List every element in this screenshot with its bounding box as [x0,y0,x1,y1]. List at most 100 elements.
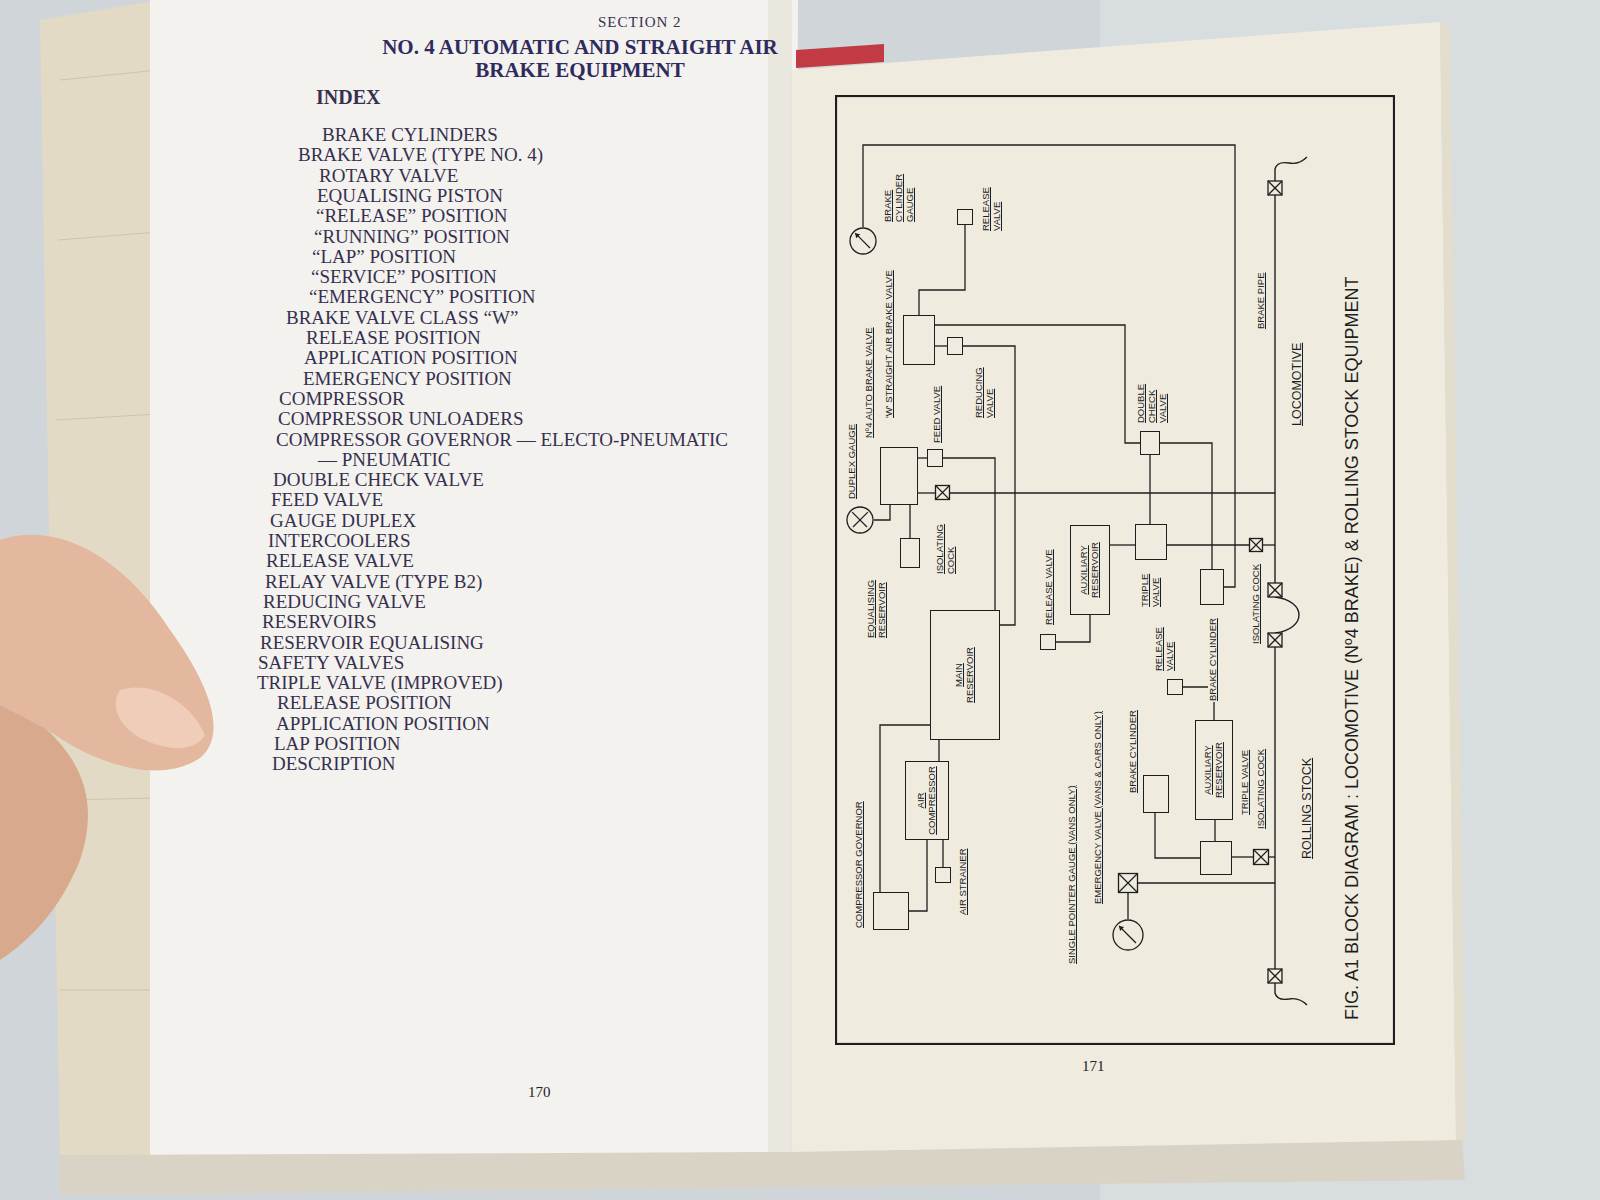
component-label: AIR STRAINER [958,847,969,916]
component-label: SINGLE POINTER GAUGE (VANS ONLY) [1067,784,1078,965]
diagram-frame: COMPRESSOR GOVERNORAIR COMPRESSORAIR STR… [835,95,1395,1045]
component-label: AUXILIARY RESERVOIR [1203,735,1225,805]
valve-symbol: EMERGENCY VALVE (VANS & CARS ONLY) [1118,873,1138,893]
valve-box: 'W' STRAIGHT AIR BRAKE VALVE [903,315,935,365]
branch-pipe [1263,544,1275,545]
frame-border [836,96,1394,1044]
index-entry: ROTARY VALVE [319,165,458,187]
component-label: TRIPLE VALVE [1240,749,1251,816]
index-entry: EQUALISING PISTON [317,185,503,207]
cock-symbol: ISOLATING COCK [1249,538,1263,552]
gauge-circle [1113,920,1143,950]
branch-pipe [1138,882,1275,883]
index-entry: RELEASE VALVE [266,550,414,572]
index-entry: EMERGENCY POSITION [303,368,512,390]
valve-box: DOUBLE CHECK VALVE [1140,431,1160,455]
index-entry: INTERCOOLERS [268,530,411,552]
gauge-circle [847,507,873,533]
reservoir-box: AUXILIARY RESERVOIR [1070,525,1110,615]
pipe-line [1056,615,1090,642]
index-entry: GAUGE DUPLEX [270,510,416,532]
component-label: BRAKE CYLINDER GAUGE [883,165,916,223]
valve-box: TRIPLE VALVE [1135,524,1167,560]
gauge-needle [855,233,870,248]
valve-box: RELEASE VALVE [957,209,973,225]
component-label: ISOLATING COCK [935,505,957,575]
index-entry: RELEASE POSITION [277,692,452,714]
section-heading: SECTION 2 [598,14,682,31]
angle-cock-cross [1268,969,1282,983]
cock-symbol: ISOLATING COCK [1253,849,1269,865]
valve-box: RELEASE VALVE [1040,634,1056,650]
angle-cock-symbol [1268,969,1282,983]
gauge-needle [1119,926,1136,943]
index-entry: BRAKE CYLINDERS [322,124,498,146]
pipe-line [909,505,910,538]
cock-outline [935,485,950,500]
needle-tip [855,233,860,238]
valve-box: Nº4 AUTO BRAKE VALVE [880,447,918,505]
left-page [150,0,798,1162]
pipe-line [1167,544,1249,545]
pipe-line [1232,856,1253,857]
brake-pipe-line [1274,647,1275,969]
index-heading: INDEX [316,86,380,109]
gauge-circle [850,228,876,254]
cock-cross [1250,539,1263,552]
cock-square [936,486,950,500]
pipe-line [918,492,935,493]
component-label: COMPRESSOR GOVERNOR [854,800,865,929]
gauge-symbol: DUPLEX GAUGE [846,506,874,534]
pipe-line [963,346,1015,625]
index-entry: RESERVOIRS [262,611,377,633]
component-label: AUXILIARY RESERVOIR [1079,535,1101,605]
pipe-line [874,505,890,520]
index-entry: REDUCING VALVE [263,591,426,613]
index-entry: “LAP” POSITION [312,246,456,268]
component-label: FEED VALVE [932,385,943,444]
pipe-line [1214,820,1215,841]
zone-label: ROLLING STOCK [1300,757,1314,860]
cock-square [1119,874,1138,893]
component-label: TRIPLE VALVE [1140,562,1162,608]
brake-pipe-line [1274,195,1275,583]
pipe-line [942,840,943,867]
index-entry: FEED VALVE [271,489,383,511]
cylinder-box: BRAKE CYLINDER [1200,569,1224,605]
index-entry: DOUBLE CHECK VALVE [273,469,484,491]
index-entry: “RELEASE” POSITION [316,205,508,227]
hose-coupling [1275,983,1307,1005]
component-label: RELEASE VALVE [1044,548,1055,626]
page-number: 170 [528,1084,551,1101]
zone-label: LOCOMOTIVE [1290,342,1304,427]
pipe-line [919,225,965,315]
index-entry: RESERVOIR EQUALISING [260,632,484,654]
gauge-needle [853,512,868,527]
index-entry: LAP POSITION [274,733,401,755]
index-entry: “SERVICE” POSITION [311,266,497,288]
pipe-line [918,457,927,458]
pipe-line [909,840,927,911]
component-label: DUPLEX GAUGE [847,423,858,500]
pipe-line [1127,893,1128,919]
index-entry: “EMERGENCY” POSITION [309,286,535,308]
branch-pipe [950,492,1275,493]
component-label: BRAKE CYLINDER [1208,617,1219,702]
branch-pipe [1269,856,1275,857]
angle-cock-cross [1268,181,1282,195]
hose-coupling [1275,157,1307,181]
index-entry: BRAKE VALVE CLASS “W” [286,307,518,329]
hand [0,705,88,960]
cock-symbol: ISOLATING COCK [935,485,950,500]
component-label: MAIN RESERVOIR [954,640,976,710]
component-label: RELEASE VALVE [1154,622,1176,672]
component-label: 'W' STRAIGHT AIR BRAKE VALVE [884,269,895,419]
cock-outline [1253,849,1269,865]
gauge-dial [849,227,877,255]
reservoir-box: MAIN RESERVOIR [930,610,1000,740]
pipe-line [935,325,1140,443]
index-entry: APPLICATION POSITION [304,347,518,369]
angle-cock-symbol [1268,583,1282,597]
